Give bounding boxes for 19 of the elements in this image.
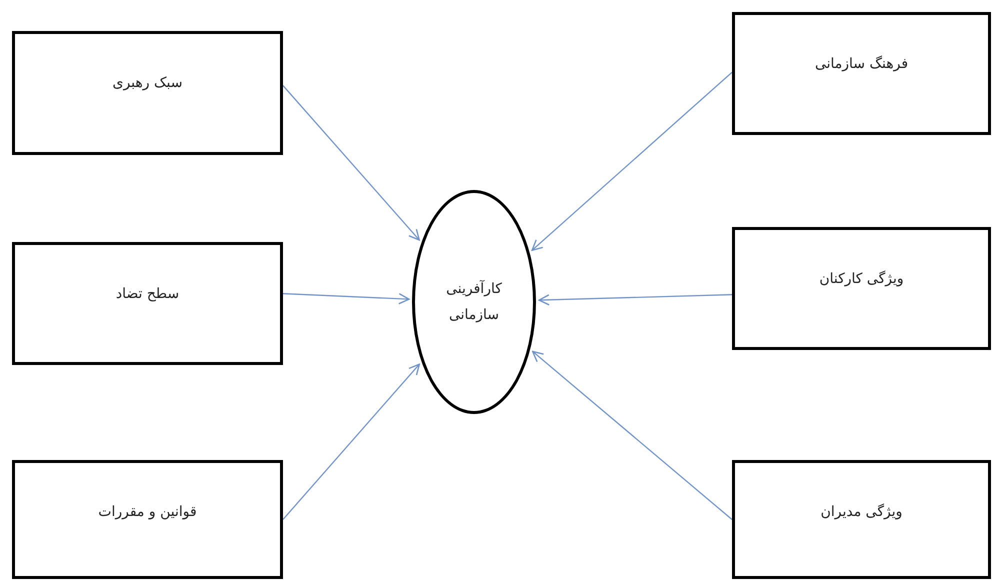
arrow [282, 85, 420, 241]
arrow [282, 293, 410, 304]
factor-box [12, 31, 283, 155]
arrow [282, 364, 420, 520]
factor-box [732, 12, 991, 135]
node-label: ویژگی مدیران [820, 502, 902, 522]
node-label: قوانین و مقررات [98, 503, 197, 522]
factor-box [12, 460, 283, 579]
node-label: کارآفرینی سازمانی [445, 279, 503, 325]
factor-box [732, 227, 991, 350]
arrow [532, 350, 732, 520]
node-label: ویژگی کارکنان [819, 270, 904, 289]
arrow [538, 294, 732, 306]
arrow [531, 72, 732, 251]
factor-box [732, 460, 991, 579]
factor-box [12, 242, 283, 365]
node-label: سبک رهبری [112, 74, 182, 93]
node-label: سطح تضاد [116, 285, 180, 304]
node-label: فرهنگ سازمانی [814, 54, 908, 74]
